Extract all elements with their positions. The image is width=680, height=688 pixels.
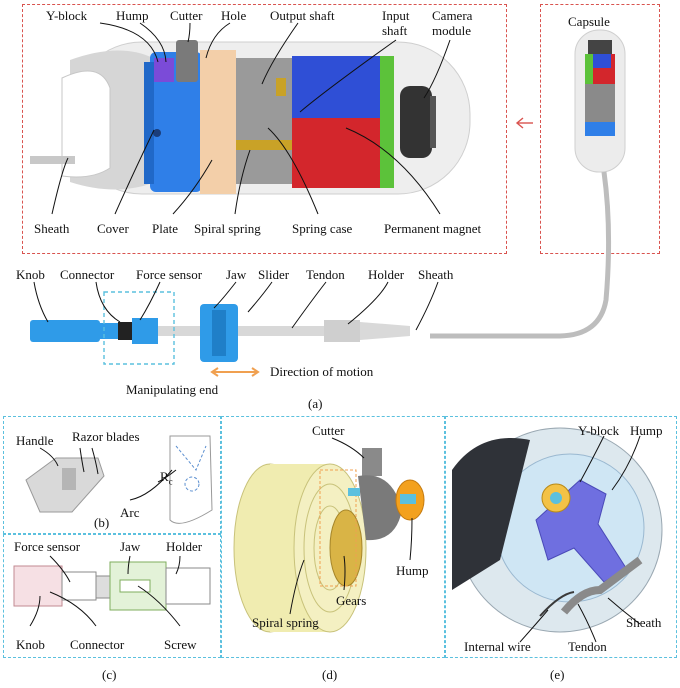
y-block-drawing	[154, 58, 174, 82]
label-knob-c: Knob	[16, 637, 45, 652]
label-capsule: Capsule	[568, 14, 610, 29]
label-tendon-e: Tendon	[568, 639, 607, 654]
mini-capsule-drawing	[430, 29, 626, 339]
label-hump-d: Hump	[396, 563, 429, 578]
panel-a-leaders	[33, 22, 451, 331]
label-hump: Hump	[116, 8, 149, 23]
panel-d-frame	[221, 416, 445, 658]
label-tendon: Tendon	[306, 267, 345, 282]
label-cutter: Cutter	[170, 8, 203, 23]
label-camera-line1: Camera	[432, 8, 473, 23]
caption-b: (b)	[94, 515, 110, 530]
label-sheath-top: Sheath	[34, 221, 70, 236]
label-permanent-magnet: Permanent magnet	[384, 221, 482, 236]
caption-c: (c)	[102, 667, 117, 682]
panel-e-drawing	[452, 427, 663, 643]
label-arc: Arc	[120, 505, 140, 520]
label-direction-of-motion: Direction of motion	[270, 364, 374, 379]
sheath-tube	[30, 156, 75, 164]
panel-c-drawing	[13, 555, 211, 627]
label-y-block-e: Y-block	[578, 423, 620, 438]
permanent-magnet-drawing	[292, 56, 394, 188]
label-y-block: Y-block	[46, 8, 88, 23]
label-sheath-e: Sheath	[626, 615, 662, 630]
label-plate: Plate	[152, 221, 178, 236]
label-cover: Cover	[97, 221, 129, 236]
cutter-drawing	[176, 40, 198, 82]
handle-drawing	[30, 304, 410, 362]
label-gears: Gears	[336, 593, 367, 608]
panel-a-capsule-frame	[540, 4, 660, 254]
label-hump-e: Hump	[630, 423, 663, 438]
label-spiral-spring-top: Spiral spring	[194, 221, 261, 236]
panel-d-drawing	[233, 437, 425, 633]
caption-a: (a)	[308, 396, 323, 411]
label-input-shaft-line2: shaft	[382, 23, 408, 38]
panel-a-detail-frame	[22, 4, 507, 254]
caption-e: (e)	[550, 667, 565, 682]
label-spiral-spring-d: Spiral spring	[252, 615, 319, 630]
caption-d: (d)	[322, 667, 338, 682]
label-slider: Slider	[258, 267, 290, 282]
panel-c-frame	[3, 534, 221, 658]
label-screw: Screw	[164, 637, 197, 652]
label-force-sensor: Force sensor	[136, 267, 203, 282]
camera-drawing	[400, 86, 432, 158]
panel-b-drawing	[25, 435, 213, 524]
label-input-shaft-line1: Input	[382, 8, 410, 23]
label-holder: Holder	[368, 267, 405, 282]
panel-e-frame	[445, 416, 677, 658]
cover-drawing	[144, 52, 202, 192]
label-force-sensor-c: Force sensor	[14, 539, 81, 554]
label-sheath-handle: Sheath	[418, 267, 454, 282]
label-internal-wire: Internal wire	[464, 639, 531, 654]
panel-b-frame	[3, 416, 221, 534]
spiral-spring-drawing	[236, 140, 292, 150]
label-razor-blades: Razor blades	[72, 429, 140, 444]
label-holder-c: Holder	[166, 539, 203, 554]
plate-drawing	[200, 50, 236, 194]
manipulating-end-box	[103, 291, 175, 365]
label-connector-c: Connector	[70, 637, 125, 652]
label-jaw-c: Jaw	[120, 539, 141, 554]
label-knob: Knob	[16, 267, 45, 282]
label-handle: Handle	[16, 433, 54, 448]
label-manipulating-end: Manipulating end	[126, 382, 219, 397]
spring-case-drawing	[236, 58, 292, 184]
label-output-shaft: Output shaft	[270, 8, 335, 23]
label-jaw: Jaw	[226, 267, 247, 282]
label-hole: Hole	[221, 8, 247, 23]
label-connector: Connector	[60, 267, 115, 282]
label-rc: Rc	[160, 469, 173, 487]
label-cutter-d: Cutter	[312, 423, 345, 438]
label-spring-case: Spring case	[292, 221, 353, 236]
label-camera-line2: module	[432, 23, 471, 38]
